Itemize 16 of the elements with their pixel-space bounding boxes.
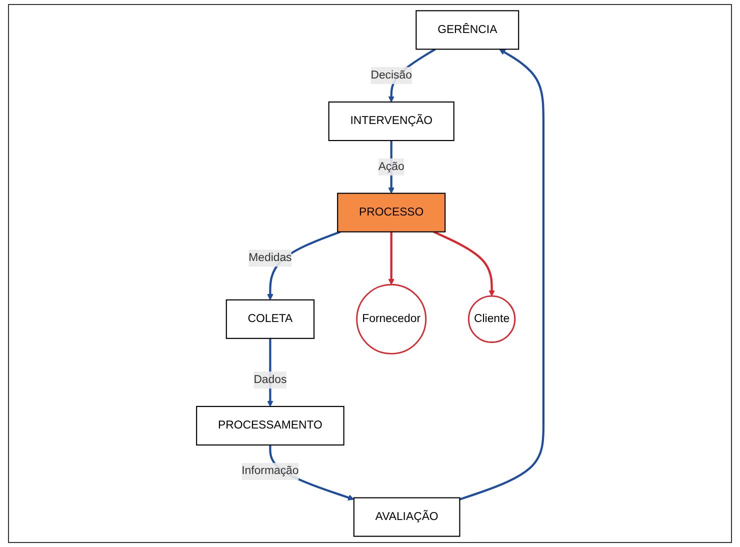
edge-label: Ação: [378, 160, 404, 173]
arrow: [459, 48, 544, 500]
node-box: GERÊNCIA: [416, 10, 520, 50]
arrow: [388, 232, 394, 285]
node-circle: Fornecedor: [356, 284, 427, 354]
node-circle: Cliente: [468, 295, 516, 343]
node-box: INTERVENÇÃO: [328, 101, 454, 142]
node-box: PROCESSO: [337, 192, 446, 232]
edge-label: Decisão: [370, 69, 412, 82]
edge-label: Medidas: [248, 252, 292, 264]
edge-label: Informação: [242, 464, 299, 478]
edge-label: Dados: [254, 374, 287, 386]
node-box: PROCESSAMENTO: [196, 406, 344, 446]
node-box: COLETA: [226, 299, 315, 339]
arrow: [433, 230, 495, 296]
node-box: AVALIAÇÃO: [353, 497, 460, 537]
